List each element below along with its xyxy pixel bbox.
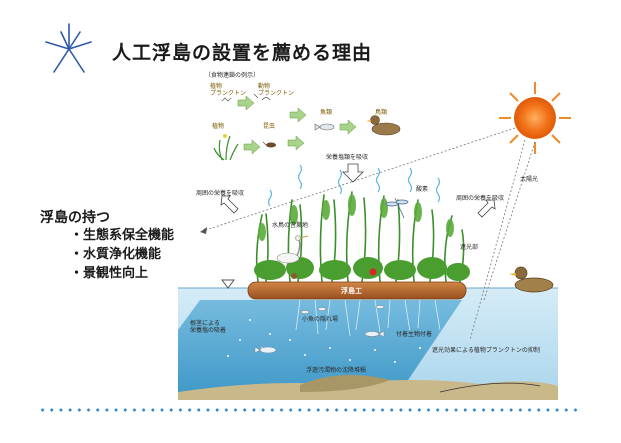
function-item: ・景観性向上 xyxy=(70,266,149,281)
food-chain-header: 〔食物連鎖の例示〕 xyxy=(205,72,260,79)
duck-icon xyxy=(366,115,401,136)
label-light-block: 遮光効果による植物プランクトンの抑制 xyxy=(432,347,540,354)
label-nutrient-left: 周囲の栄養を吸収 xyxy=(196,190,245,197)
function-item: ・生態系保全機能 xyxy=(70,228,175,243)
frog-icon xyxy=(369,268,377,276)
label-sediment: 浮遊汚濁物の沈降堆積 xyxy=(306,367,367,374)
page-title: 人工浮島の設置を薦める理由 xyxy=(112,42,373,64)
label-float-body: 浮島工 xyxy=(341,287,362,295)
fish-icon xyxy=(254,305,385,354)
food-chain-label: 鳥類 xyxy=(375,109,388,116)
dragonfly-icon xyxy=(385,197,409,219)
food-chain-label: 植物 xyxy=(212,123,225,130)
food-chain-label: 昆虫 xyxy=(263,123,276,130)
sparkle-star-icon xyxy=(40,20,98,78)
diagonal-arrow-icon xyxy=(220,195,239,214)
oxygen-waves xyxy=(267,164,441,207)
label-shade: 遮光部 xyxy=(460,244,479,251)
duck-icon xyxy=(509,266,554,293)
shade-zone xyxy=(178,300,462,392)
function-list: ・生態系保全機能 ・水質浄化機能 ・景観性向上 xyxy=(70,226,174,283)
label-nutrient-right: 周囲の栄養を吸収 xyxy=(456,195,505,202)
down-arrow-icon xyxy=(342,163,364,183)
sun-icon xyxy=(499,82,571,154)
label-birds-habitat: 水鳥の営巣地 xyxy=(272,222,309,229)
label-fish-hiding: 小魚の隠れ場 xyxy=(302,316,339,323)
label-absorption: 根茎による 栄養塩の吸着 xyxy=(190,320,227,334)
food-chain-label: 植物 プランクトン xyxy=(210,83,247,97)
float-body xyxy=(247,281,467,300)
food-chain-label: 魚類 xyxy=(320,109,333,116)
food-chain-label: 動物 プランクトン xyxy=(258,83,295,97)
diagonal-arrow-icon xyxy=(477,199,496,218)
food-chain xyxy=(213,93,401,161)
label-nutrient-top: 栄養塩類を吸収 xyxy=(326,154,369,161)
side-heading: 浮島の持つ xyxy=(40,210,110,226)
heron-icon xyxy=(276,235,309,264)
label-attached-organisms: 付着生物付着 xyxy=(396,331,433,338)
label-sunlight: 太陽光 xyxy=(520,176,539,183)
dotted-divider xyxy=(38,407,583,413)
function-item: ・水質浄化機能 xyxy=(70,247,162,262)
seabed xyxy=(178,380,558,400)
label-oxygen: 酸素 xyxy=(416,186,429,193)
